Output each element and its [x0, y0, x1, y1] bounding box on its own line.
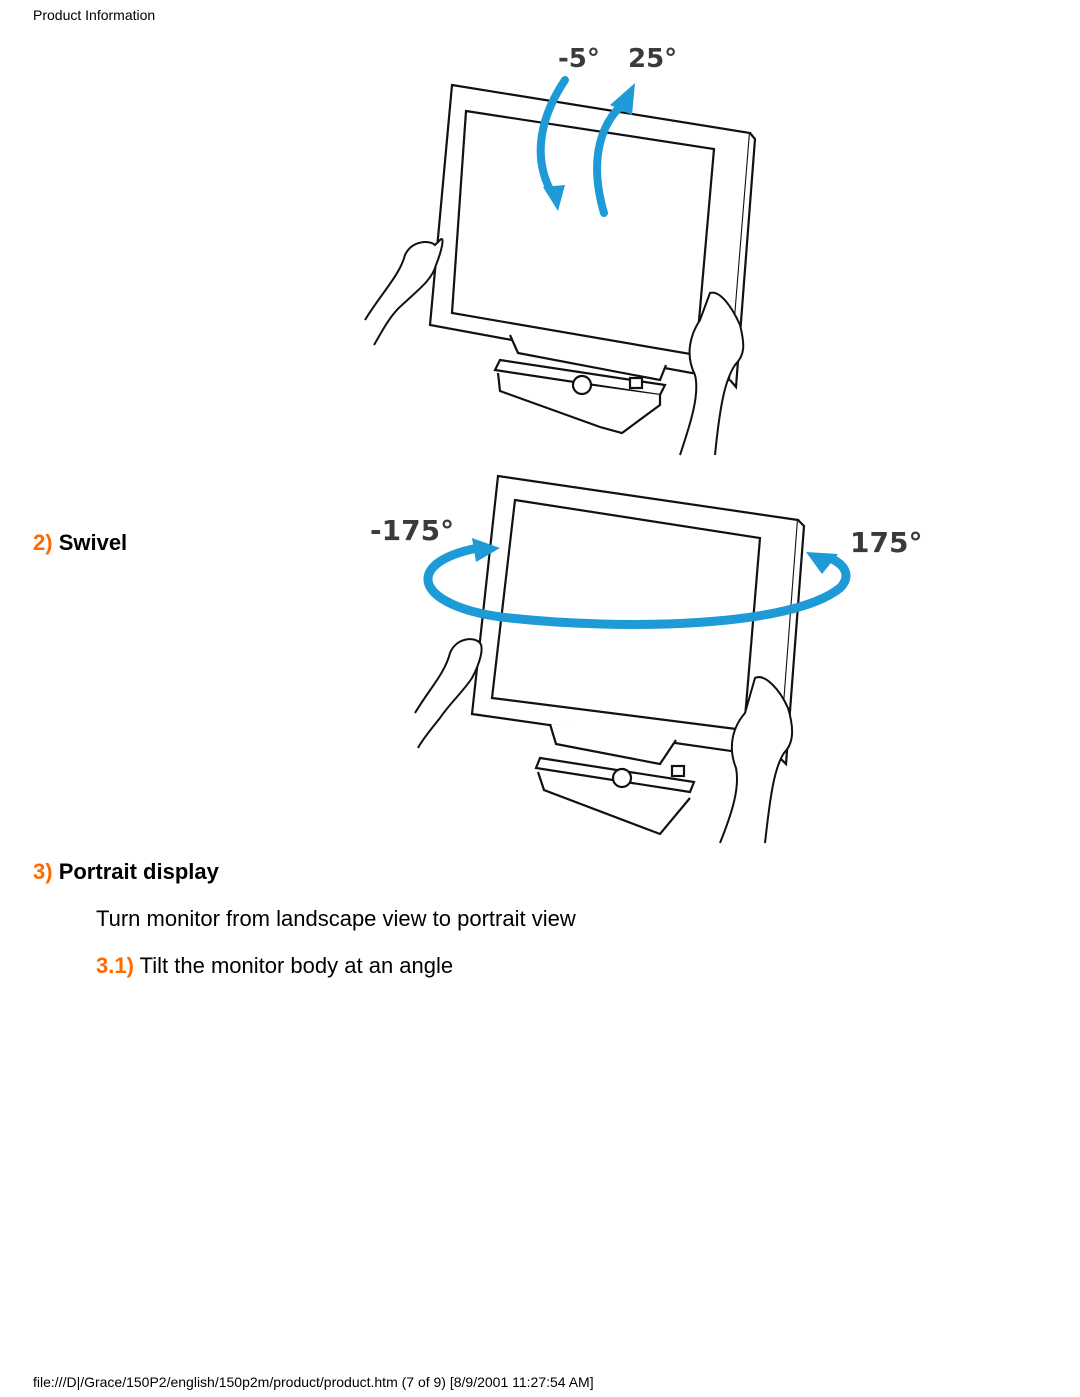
portrait-number: 3) — [33, 859, 53, 884]
tilt-illustration: -5° 25° — [364, 44, 757, 456]
tilt-forward-arrow — [593, 101, 626, 217]
portrait-heading: 3) Portrait display — [33, 859, 219, 885]
tilt-back-arrow — [536, 76, 569, 199]
swivel-hands — [414, 638, 794, 844]
page-header-title: Product Information — [33, 7, 156, 23]
monitor-tilted — [428, 83, 757, 390]
step-3-1: 3.1) Tilt the monitor body at an angle — [96, 953, 453, 979]
step-number: 3.1) — [96, 953, 134, 978]
tilt-arrows — [536, 76, 635, 217]
swivel-right-label: 175° — [850, 526, 922, 559]
tilt-min-label: -5° — [558, 44, 600, 74]
step-text: Tilt the monitor body at an angle — [139, 953, 454, 978]
swivel-stand — [534, 723, 696, 836]
monitor-stand — [493, 334, 668, 435]
swivel-number: 2) — [33, 530, 53, 555]
portrait-intro: Turn monitor from landscape view to port… — [96, 906, 576, 931]
swivel-arrow — [423, 538, 851, 629]
portrait-title: Portrait display — [58, 859, 219, 884]
swivel-title: Swivel — [58, 530, 128, 555]
hands — [364, 238, 745, 456]
swivel-illustration: -175° 175° — [370, 474, 922, 844]
swivel-heading: 2) Swivel — [33, 530, 127, 556]
swivel-left-label: -175° — [370, 514, 454, 547]
page-footer-path: file:///D|/Grace/150P2/english/150p2m/pr… — [33, 1374, 594, 1390]
tilt-max-label: 25° — [628, 44, 677, 74]
